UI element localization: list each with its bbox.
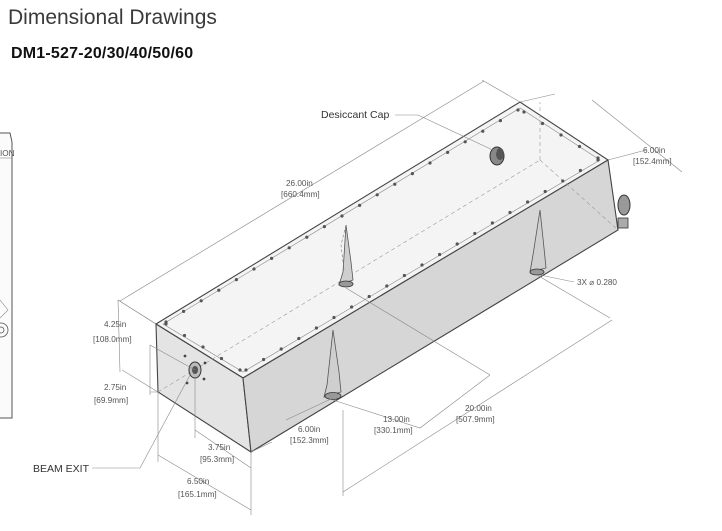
height-mm: [108.0mm] (93, 335, 132, 344)
screw (463, 140, 467, 144)
foot-width-in: 6.50in (187, 477, 210, 486)
mounting-foot (338, 224, 354, 288)
screw (543, 189, 547, 194)
screw (367, 294, 371, 299)
mounting-foot (529, 209, 547, 276)
screw (244, 368, 248, 372)
screw (182, 309, 186, 313)
screw (234, 278, 238, 282)
screw (428, 161, 432, 165)
width-in: 6.00in (643, 146, 666, 155)
mounting-holes-label: 3X ⌀ 0.280 (577, 278, 617, 287)
screw (201, 345, 205, 349)
screw (385, 284, 389, 288)
screw (270, 256, 274, 260)
screw (516, 108, 520, 112)
screw (540, 121, 545, 126)
beam-height-mm: [69.9mm] (94, 396, 128, 405)
screw (522, 110, 526, 114)
screw (217, 288, 221, 292)
foot-spacing-mm: [152.3mm] (290, 436, 329, 445)
screw (393, 182, 397, 186)
screw (297, 336, 301, 341)
screw (279, 347, 283, 351)
screw (305, 235, 309, 239)
screw (332, 315, 336, 320)
screw (340, 214, 344, 218)
screw (410, 172, 414, 176)
width-mm: [152.4mm] (633, 157, 672, 166)
desiccant-cap (489, 146, 505, 166)
screw (219, 356, 224, 361)
screw (526, 200, 530, 204)
screw (561, 179, 565, 183)
screw (402, 273, 406, 278)
screw (498, 119, 502, 123)
screw (559, 133, 563, 137)
beam-offset-in: 3.75in (208, 443, 231, 452)
adjacent-view-fragment: ION (0, 132, 15, 419)
dimension-labels: 26.00in [660.4mm] 6.00in [152.4mm] 4.25i… (93, 146, 672, 499)
mount-20-in: 20.00in (465, 404, 492, 413)
screw (596, 156, 600, 160)
length-mm: [660.4mm] (281, 190, 320, 199)
dimension-lines (92, 79, 683, 515)
beam-height-in: 2.75in (104, 383, 127, 392)
screw (262, 357, 266, 362)
screw (375, 193, 379, 197)
screw (455, 242, 459, 246)
side-fragment-label: ION (0, 149, 15, 158)
screw (577, 144, 582, 149)
screw (314, 326, 318, 330)
screw (350, 305, 354, 309)
height-in: 4.25in (104, 320, 127, 329)
beam-offset-mm: [95.3mm] (200, 455, 234, 464)
length-in: 26.00in (286, 179, 313, 188)
screw (238, 368, 242, 372)
page-title: Dimensional Drawings (8, 6, 217, 29)
screw (578, 168, 583, 173)
callout-labels: Desiccant Cap 3X ⌀ 0.280 BEAM EXIT (33, 109, 617, 475)
foot-spacing-in: 6.00in (298, 425, 321, 434)
screw (446, 150, 450, 154)
mount-20-mm: [507.9mm] (456, 415, 495, 424)
screw (438, 252, 442, 257)
screw (358, 203, 362, 207)
screw (490, 221, 494, 225)
screw (420, 263, 424, 267)
side-connector (617, 194, 631, 229)
screw (199, 299, 203, 303)
screw (287, 246, 291, 250)
screw (481, 129, 485, 133)
foot-width-mm: [165.1mm] (178, 490, 217, 499)
screw (182, 333, 187, 338)
screw (473, 231, 477, 236)
desiccant-cap-label: Desiccant Cap (321, 109, 389, 121)
mounting-feet (323, 209, 547, 400)
mount-13-in: 13.00in (383, 415, 410, 424)
screw (322, 225, 326, 229)
screw (508, 210, 512, 215)
screw (252, 267, 256, 271)
beam-exit-label: BEAM EXIT (33, 463, 90, 475)
mounting-foot (323, 329, 342, 400)
mount-13-mm: [330.1mm] (374, 426, 413, 435)
lid-screws (164, 108, 600, 372)
model-number: DM1-527-20/30/40/50/60 (11, 45, 194, 62)
screw (164, 322, 168, 326)
